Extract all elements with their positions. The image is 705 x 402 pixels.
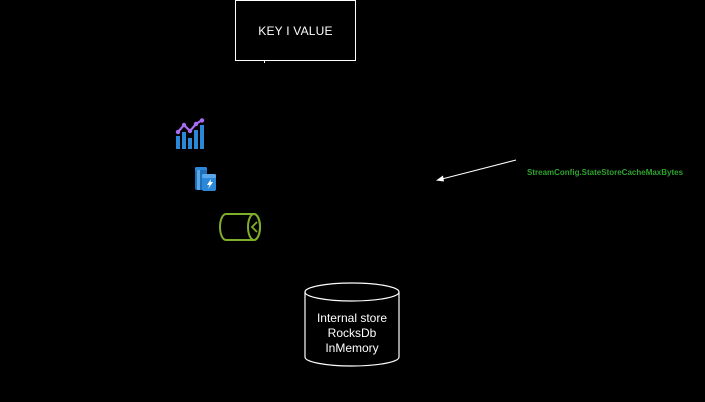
internal-store-line: Internal store: [316, 311, 388, 325]
database-cylinder-icon: [304, 282, 400, 367]
internal-store-label: Internal store RocksDb InMemory: [304, 311, 400, 356]
config-annotation-label: StreamConfig.StateStoreCacheMaxBytes: [527, 168, 684, 177]
key-value-label: KEY I VALUE: [258, 23, 333, 38]
arrow-head-icon: [436, 175, 444, 182]
key-value-box: KEY I VALUE: [235, 0, 356, 61]
queue-tube-icon: [218, 211, 262, 244]
analytics-chart-icon: [174, 118, 206, 150]
config-arrow: [436, 159, 517, 182]
storage-jar-icon: [194, 166, 218, 192]
key-value-connector-stub: [264, 60, 265, 63]
internal-store-line: RocksDb: [327, 326, 377, 340]
internal-store-line: InMemory: [325, 341, 379, 355]
